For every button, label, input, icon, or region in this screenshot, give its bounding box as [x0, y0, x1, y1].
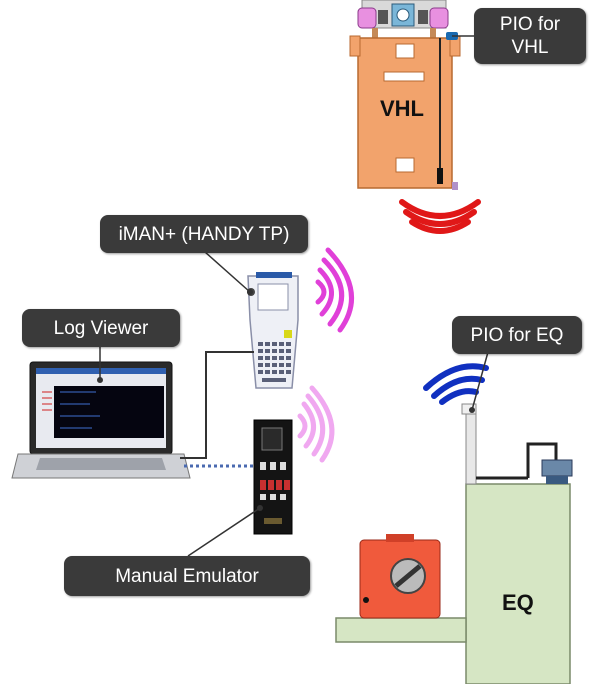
manual-emulator-pointer: [187, 507, 261, 557]
vhl-label: VHL: [380, 96, 424, 121]
laptop: [11, 361, 191, 479]
pio-eq-pointer: [471, 351, 489, 411]
callout-iman: iMAN+ (HANDY TP): [100, 215, 308, 253]
callout-log-viewer: Log Viewer: [22, 309, 180, 347]
callout-manual-emulator: Manual Emulator: [64, 556, 310, 596]
callout-pio-vhl-line1: PIO for: [499, 14, 561, 35]
eq-label: EQ: [502, 590, 534, 615]
callout-pio-vhl: PIO for VHL: [474, 8, 586, 64]
eq-equipment: [335, 403, 573, 684]
manual-emulator-device: [253, 419, 293, 535]
callout-pio-eq: PIO for EQ: [452, 316, 582, 354]
emulator-signal-waves: [297, 385, 335, 463]
iman-pointer: [204, 251, 251, 293]
callout-pio-vhl-line2: VHL: [511, 37, 549, 58]
vhl-vehicle: [349, 0, 461, 190]
eq-signal-waves: [423, 363, 489, 405]
laptop-tp-cable: [180, 351, 254, 459]
handy-tp-device: [247, 272, 299, 389]
vhl-signal-waves: [399, 199, 481, 234]
handy-tp-signal-waves: [315, 247, 355, 333]
